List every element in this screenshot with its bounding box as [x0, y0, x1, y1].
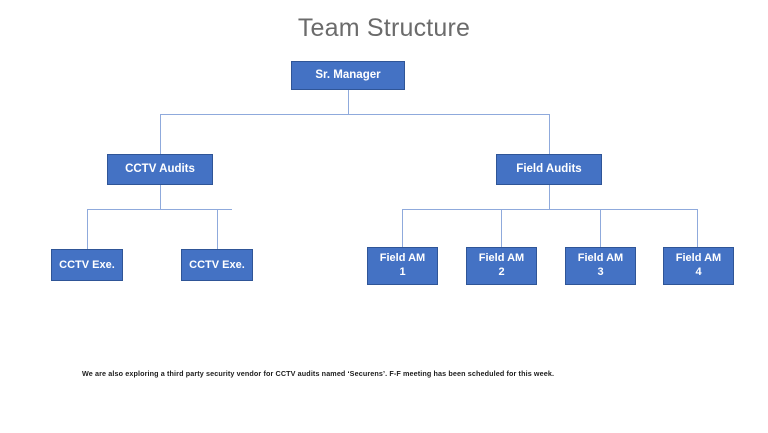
connector-field-bus [402, 209, 698, 211]
connector-field-trunk [549, 185, 551, 210]
org-node-field-am-4[interactable]: Field AM 4 [663, 247, 734, 285]
connector-drop-field-audits [549, 114, 551, 155]
org-node-field-am-2[interactable]: Field AM 2 [466, 247, 537, 285]
org-node-field-audits[interactable]: Field Audits [496, 154, 602, 185]
org-node-label: Field AM [577, 252, 624, 265]
org-node-cctv-exe-1[interactable]: CCTV Exe. [51, 249, 123, 281]
org-node-label: Field AM [675, 252, 722, 265]
connector-level1-bus [160, 114, 550, 116]
connector-cctv-trunk [160, 185, 162, 210]
org-node-cctv-exe-2[interactable]: CCTV Exe. [181, 249, 253, 281]
org-node-field-am-3[interactable]: Field AM 3 [565, 247, 636, 285]
org-node-label: Field Audits [516, 162, 582, 175]
org-node-field-am-1[interactable]: Field AM 1 [367, 247, 438, 285]
org-node-label: Field AM [379, 252, 426, 265]
connector-drop-field-am-1 [402, 209, 404, 248]
connector-drop-cctv-audits [160, 114, 162, 155]
connector-drop-cctv-exe-1 [87, 209, 89, 250]
connector-cctv-bus [87, 209, 232, 211]
org-node-sr-manager[interactable]: Sr. Manager [291, 61, 405, 90]
org-node-label-secondary: 4 [695, 266, 702, 278]
org-node-label: CCTV Exe. [189, 258, 245, 271]
footnote-text: We are also exploring a third party secu… [82, 369, 555, 378]
org-node-cctv-audits[interactable]: CCTV Audits [107, 154, 213, 185]
org-node-label-secondary: 1 [399, 266, 406, 278]
org-node-label: CCTV Exe. [59, 258, 115, 271]
connector-drop-field-am-2 [501, 209, 503, 248]
org-node-label: CCTV Audits [125, 162, 195, 175]
org-node-label: Field AM [478, 252, 525, 265]
org-node-label-secondary: 3 [597, 266, 604, 278]
page-title: Team Structure [297, 14, 471, 42]
connector-drop-cctv-exe-2 [217, 209, 219, 250]
connector-drop-field-am-3 [600, 209, 602, 248]
connector-drop-field-am-4 [697, 209, 699, 248]
connector-root-trunk [348, 90, 350, 115]
org-node-label: Sr. Manager [315, 68, 381, 81]
org-node-label-secondary: 2 [498, 266, 505, 278]
